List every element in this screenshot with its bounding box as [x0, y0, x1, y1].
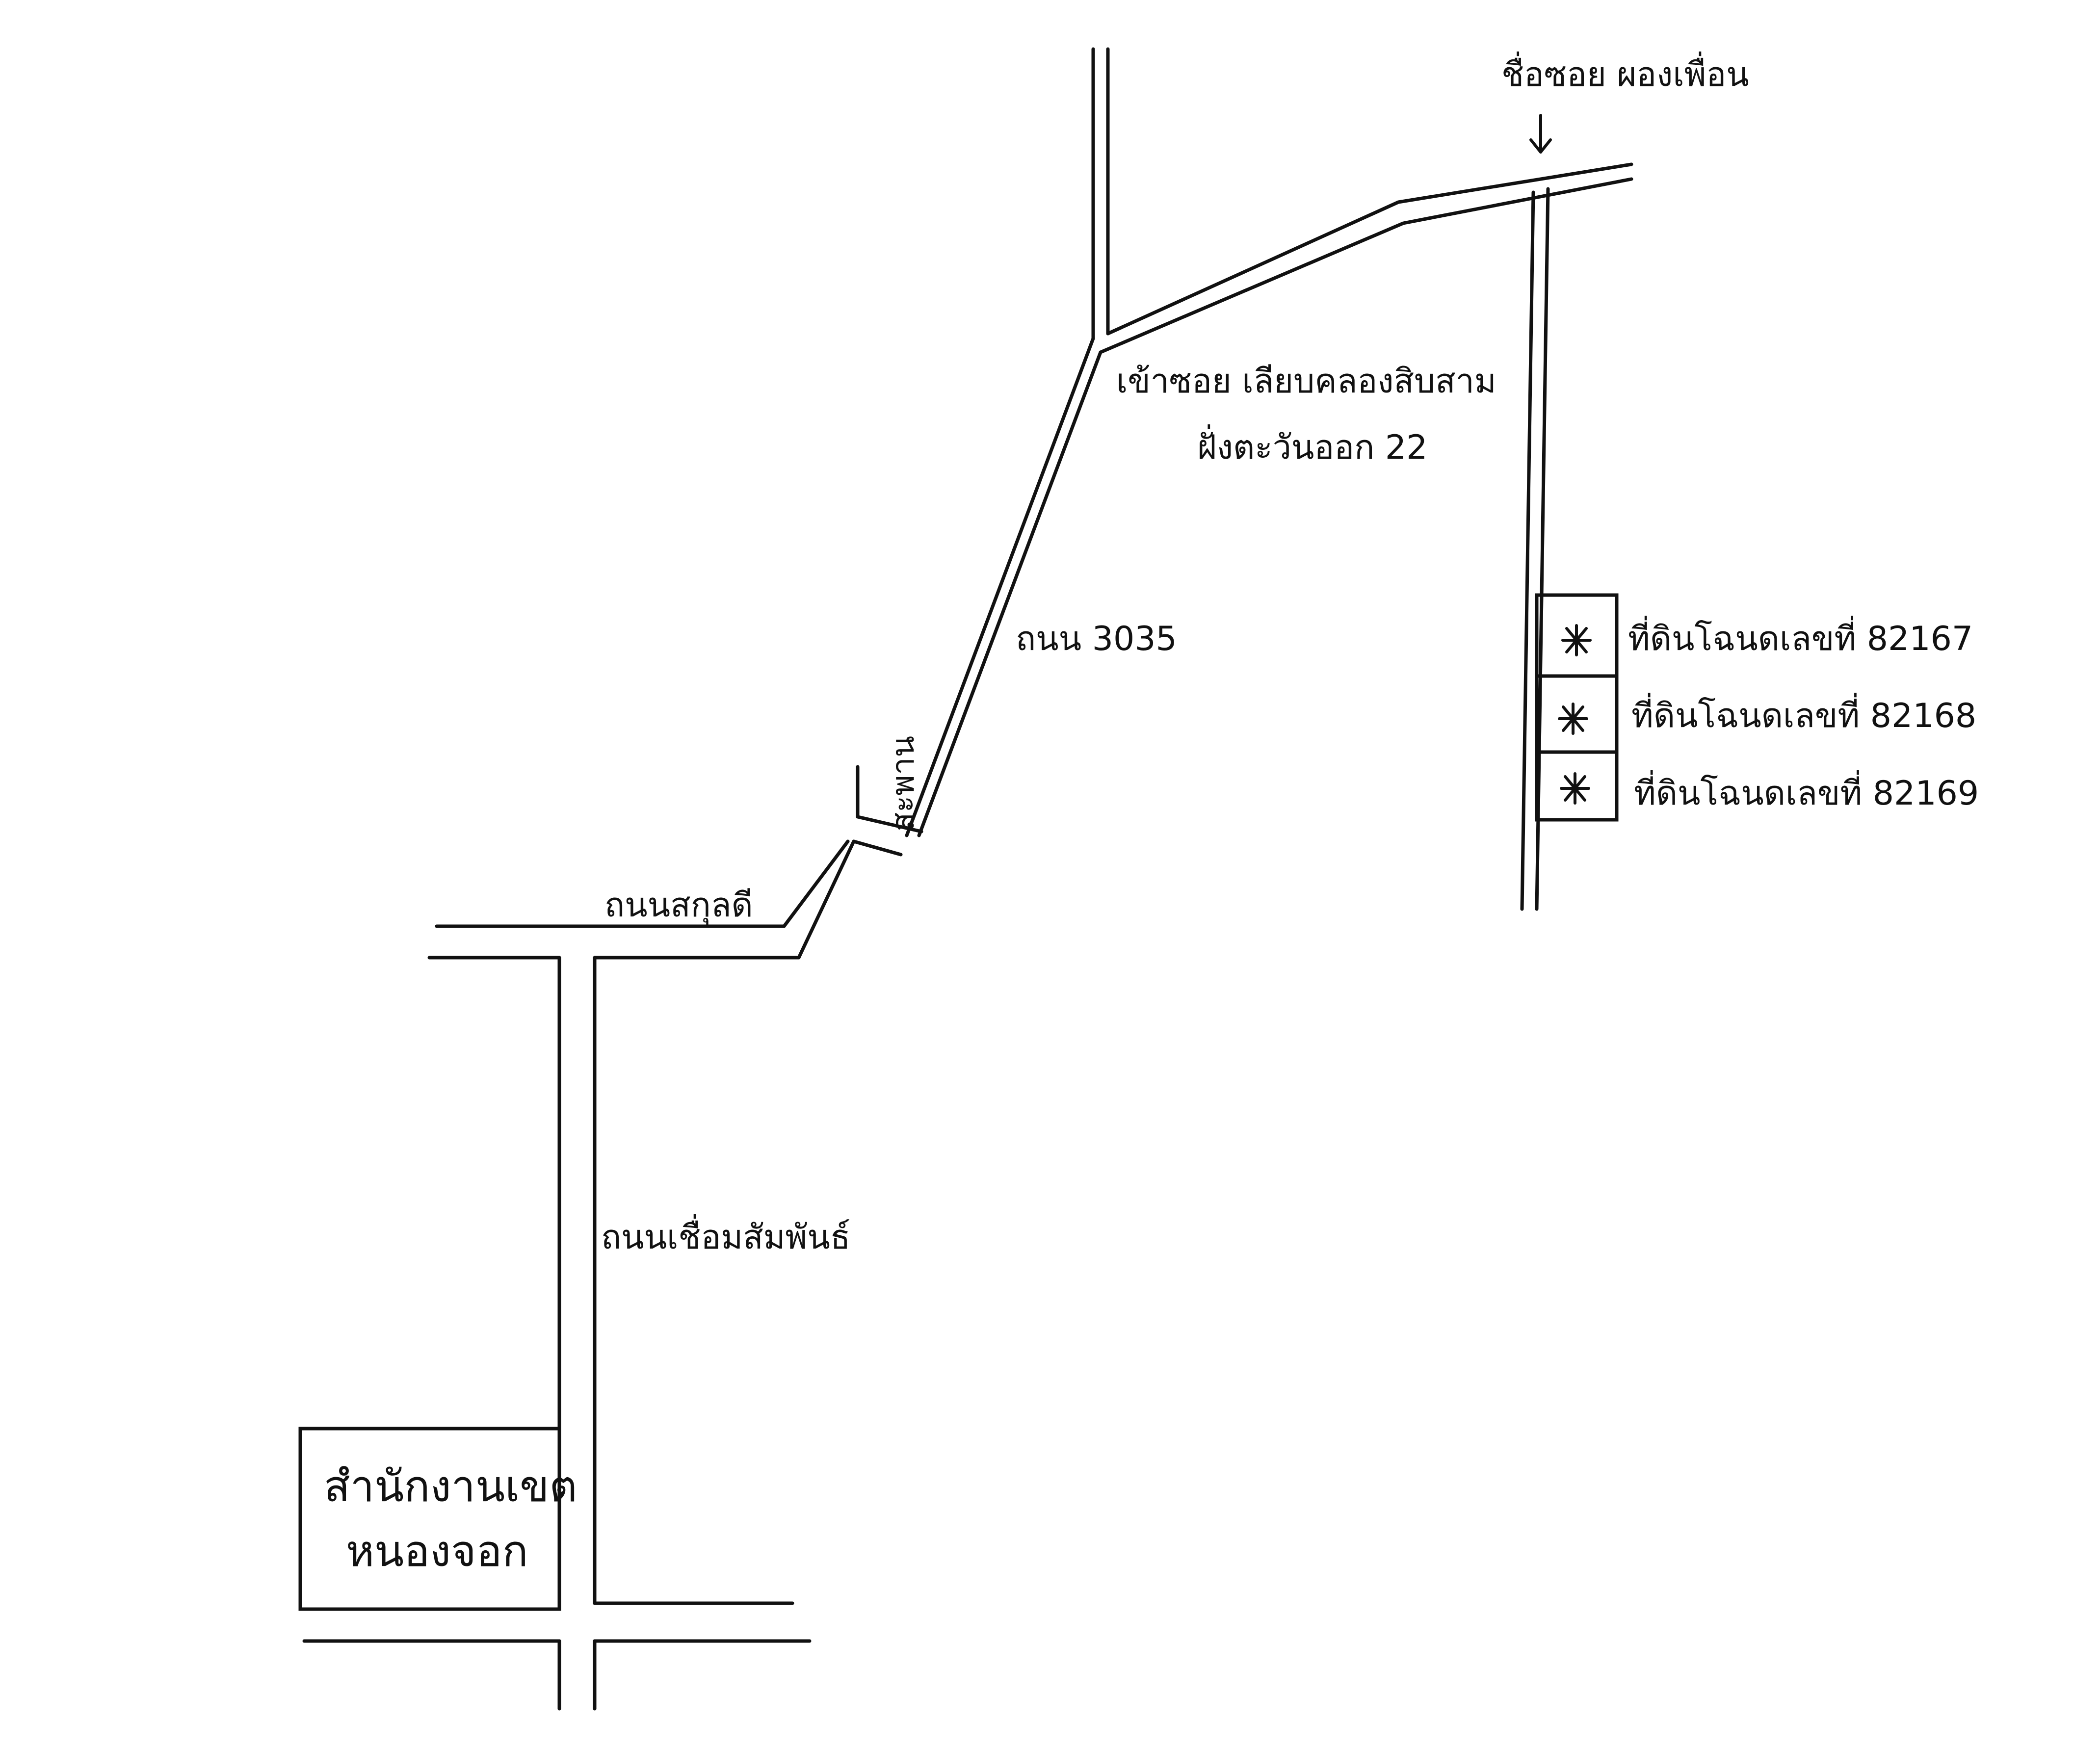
- office-label-line1: สำนักงานเขต: [324, 1461, 577, 1511]
- plot-label-82169: ที่ดินโฉนดเลขที่ 82169: [1634, 770, 1979, 813]
- soi-phong-phuean-road: [1520, 187, 1550, 911]
- road-3035: [905, 337, 1102, 837]
- bottom-cross-road: [302, 1601, 812, 1643]
- bridge: [852, 765, 923, 857]
- road-3035-label: ถนน 3035: [1016, 620, 1177, 658]
- asterisk-icon: [1561, 624, 1592, 656]
- road-sakunadee: [427, 839, 856, 960]
- road-chuemsamphan: [557, 956, 597, 1711]
- road-chuemsamphan-label: ถนนเชื่อมสัมพันธ์: [601, 1214, 850, 1257]
- north-road: [1091, 47, 1110, 340]
- road-sakunadee-label: ถนนสกุลดี: [604, 886, 753, 925]
- district-office-box: [298, 1427, 561, 1611]
- soi-entrance-label-line2: ฝั่งตะวันออก 22: [1197, 424, 1427, 467]
- arrow-down-icon: [1529, 114, 1552, 154]
- plot-label-82167: ที่ดินโฉนดเลขที่ 82167: [1628, 616, 1973, 658]
- asterisk-icon: [1558, 703, 1588, 735]
- plot-boxes: [1535, 593, 1619, 822]
- soi-liap-khlong-road: [1099, 162, 1633, 354]
- soi-entrance-label-line1: เข้าซอย เลียบคลองสิบสาม: [1116, 362, 1496, 401]
- plot-label-82168: ที่ดินโฉนดเลขที่ 82168: [1631, 693, 1976, 735]
- plot-box-82169: [1535, 750, 1619, 822]
- asterisk-icon: [1560, 772, 1590, 805]
- bridge-label: สะพาน: [885, 736, 921, 832]
- soi-name-label: ชื่อซอย ผองเพื่อน: [1501, 52, 1749, 94]
- office-label-line2: หนองจอก: [346, 1526, 528, 1576]
